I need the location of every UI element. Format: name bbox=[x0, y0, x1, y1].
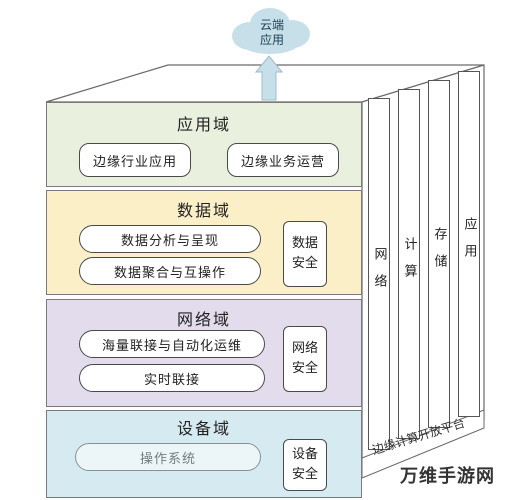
side-column-network: 网络 bbox=[368, 98, 390, 450]
network-domain: 网络域 海量联接与自动化运维 实时联接 网络安全 bbox=[46, 299, 362, 407]
side-column-compute: 计算 bbox=[398, 89, 420, 439]
data-domain-title: 数据域 bbox=[176, 201, 231, 220]
realtime-connection-pill: 实时联接 bbox=[79, 364, 265, 392]
watermark-text: 万维手游网 bbox=[400, 466, 495, 487]
os-pill: 操作系统 bbox=[75, 443, 261, 471]
device-security-box: 设备安全 bbox=[283, 439, 327, 491]
side-column-compute-label: 计算 bbox=[401, 237, 417, 291]
data-security-box: 数据安全 bbox=[283, 221, 327, 287]
side-column-storage-label: 存储 bbox=[431, 227, 447, 281]
edge-industry-app-box: 边缘行业应用 bbox=[79, 143, 191, 177]
massive-connection-pill: 海量联接与自动化运维 bbox=[79, 330, 265, 358]
cloud-shape bbox=[232, 8, 310, 54]
cloud-line-1: 云端 bbox=[259, 18, 284, 32]
edge-business-ops-box: 边缘业务运营 bbox=[227, 143, 339, 177]
network-security-box: 网络安全 bbox=[283, 326, 327, 392]
side-column-network-label: 网络 bbox=[371, 247, 387, 301]
device-domain: 设备域 操作系统 设备安全 bbox=[46, 410, 362, 498]
data-aggregation-pill: 数据聚合与互操作 bbox=[79, 257, 261, 285]
network-domain-title: 网络域 bbox=[176, 310, 231, 329]
application-domain-title: 应用域 bbox=[176, 115, 231, 134]
side-column-storage: 存储 bbox=[428, 80, 450, 428]
side-column-application-label: 应用 bbox=[461, 217, 477, 271]
cloud-line-2: 应用 bbox=[259, 33, 284, 47]
side-column-application: 应用 bbox=[458, 71, 480, 417]
cloud-label: 云端 应用 bbox=[244, 18, 300, 48]
data-domain: 数据域 数据分析与呈现 数据聚合与互操作 数据安全 bbox=[46, 190, 362, 295]
data-analysis-pill: 数据分析与呈现 bbox=[79, 225, 261, 253]
application-domain: 应用域 边缘行业应用 边缘业务运营 bbox=[46, 102, 362, 187]
device-domain-title: 设备域 bbox=[176, 419, 231, 438]
